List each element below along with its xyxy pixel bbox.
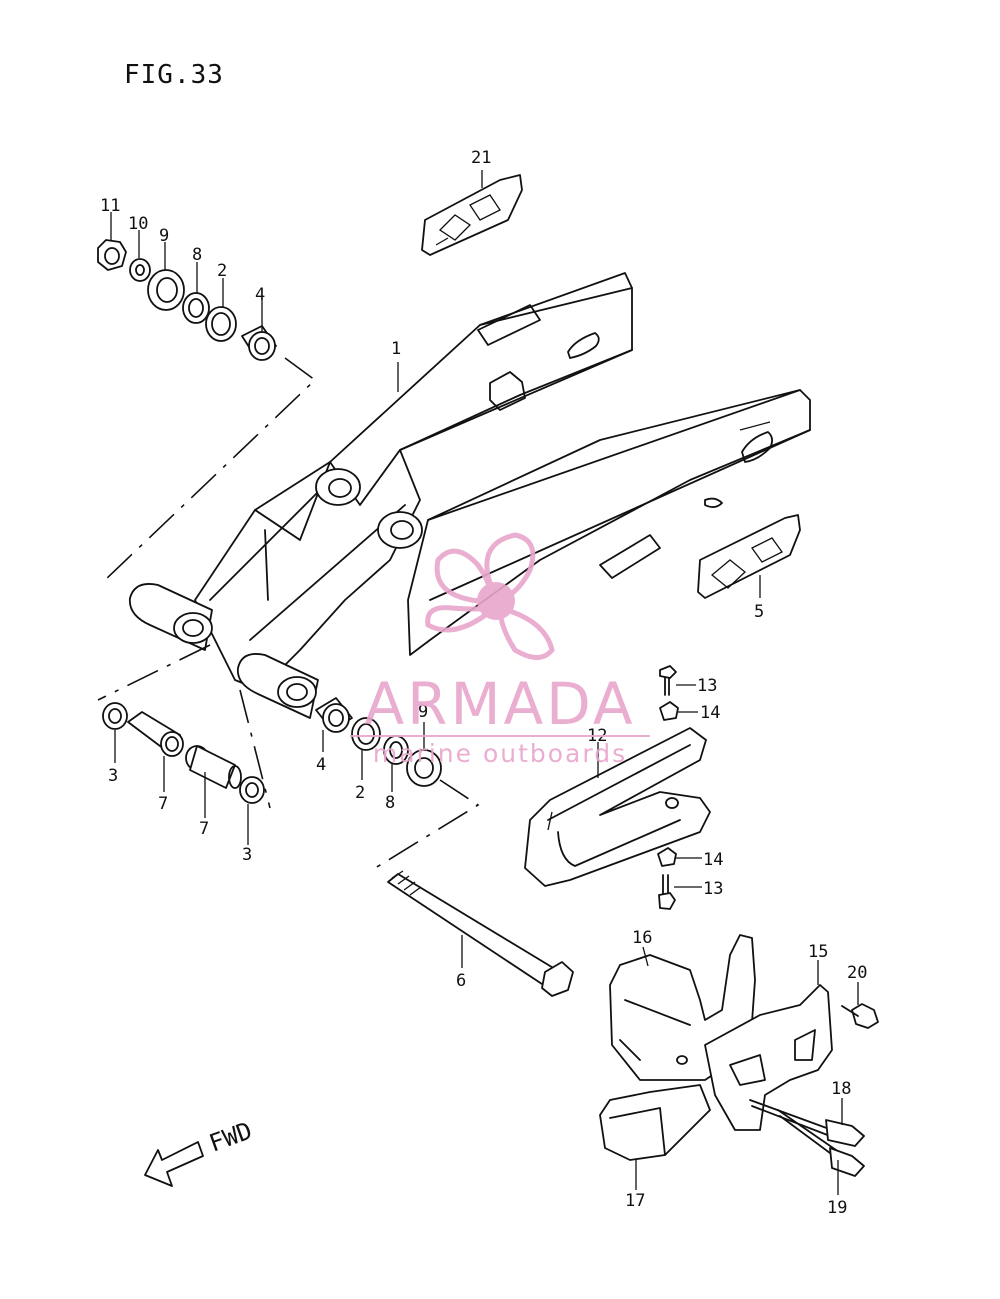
forward-arrow: FWD bbox=[144, 1116, 256, 1187]
callouts: 1 2 2 3 3 4 4 5 6 7 7 8 8 9 9 10 11 12 1… bbox=[100, 148, 867, 1218]
callout-16: 16 bbox=[632, 928, 652, 948]
callout-2: 2 bbox=[217, 261, 227, 281]
callout-21: 21 bbox=[471, 148, 491, 168]
callout-2: 2 bbox=[355, 783, 365, 803]
callout-4: 4 bbox=[316, 755, 326, 775]
callout-19: 19 bbox=[827, 1198, 847, 1218]
callout-18: 18 bbox=[831, 1079, 851, 1099]
callout-13: 13 bbox=[697, 676, 717, 696]
callout-8: 8 bbox=[385, 793, 395, 813]
decal-21 bbox=[421, 170, 523, 256]
callout-4: 4 bbox=[255, 285, 265, 305]
callout-14: 14 bbox=[703, 850, 723, 870]
swingarm bbox=[128, 272, 811, 719]
callout-15: 15 bbox=[808, 942, 828, 962]
callout-7: 7 bbox=[158, 794, 168, 814]
watermark: ARMADA marine outboards bbox=[350, 532, 650, 768]
pivot-stack-lower-left bbox=[102, 702, 265, 845]
propeller-logo-icon bbox=[425, 532, 555, 660]
fwd-label: FWD bbox=[205, 1116, 255, 1157]
figure-title: FIG.33 bbox=[124, 60, 224, 90]
callout-3: 3 bbox=[108, 766, 118, 786]
callout-9: 9 bbox=[418, 702, 428, 722]
callout-11: 11 bbox=[100, 196, 120, 216]
callout-10: 10 bbox=[128, 214, 148, 234]
callout-9: 9 bbox=[159, 226, 169, 246]
watermark-brand: ARMADA bbox=[364, 670, 635, 738]
pivot-stack-upper bbox=[97, 212, 277, 361]
callout-5: 5 bbox=[754, 602, 764, 622]
pivot-stack-lower-right bbox=[315, 697, 442, 792]
callout-6: 6 bbox=[456, 971, 466, 991]
callout-1: 1 bbox=[391, 339, 401, 359]
watermark-tagline: marine outboards bbox=[373, 739, 627, 768]
rear-brackets bbox=[599, 934, 879, 1195]
callout-13: 13 bbox=[703, 879, 723, 899]
callout-17: 17 bbox=[625, 1191, 645, 1211]
callout-8: 8 bbox=[192, 245, 202, 265]
decal-5 bbox=[697, 514, 801, 599]
callout-20: 20 bbox=[847, 963, 867, 983]
alignment-lines bbox=[97, 357, 480, 871]
chain-guide-12 bbox=[524, 727, 711, 887]
callout-7: 7 bbox=[199, 819, 209, 839]
callout-3: 3 bbox=[242, 845, 252, 865]
pivot-shaft-6 bbox=[387, 870, 574, 997]
callout-14: 14 bbox=[700, 703, 720, 723]
fasteners-13-14 bbox=[657, 665, 702, 910]
